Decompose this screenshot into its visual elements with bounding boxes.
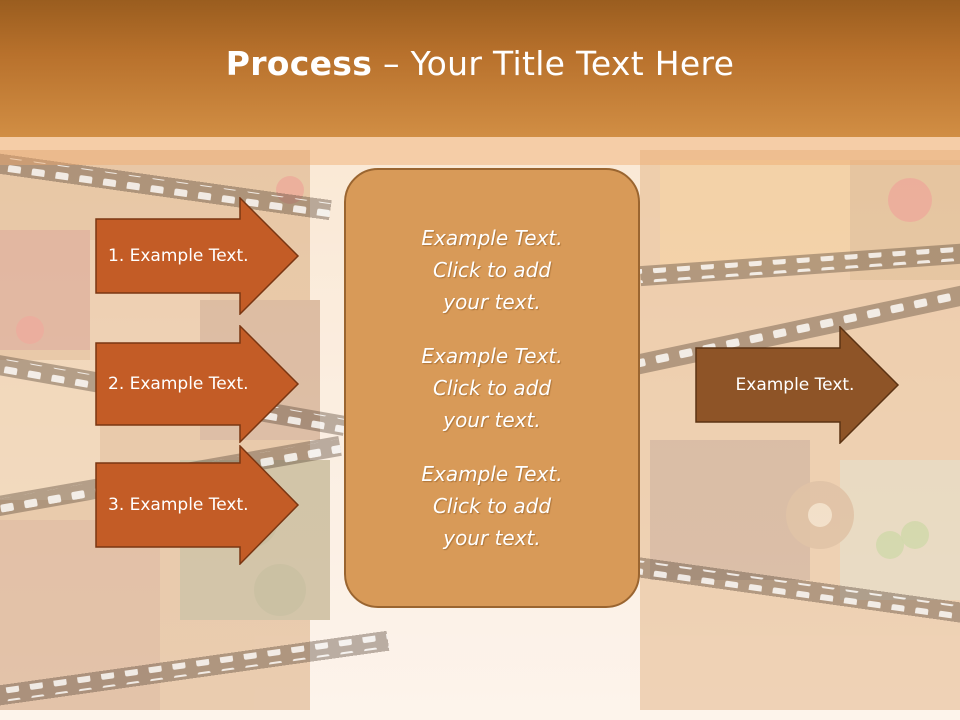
- text-line: Click to add: [432, 494, 552, 518]
- text-line: Click to add: [432, 376, 552, 400]
- text-line: your text.: [443, 408, 541, 432]
- text-block-1: Example Text. Click to add your text.: [421, 222, 562, 318]
- title-separator: –: [383, 44, 400, 83]
- step-arrow-3[interactable]: 3. Example Text.: [95, 445, 300, 565]
- text-line: Click to add: [432, 258, 552, 282]
- title-bold: Process: [225, 44, 373, 83]
- title-text: Your Title Text Here: [410, 44, 735, 83]
- result-arrow[interactable]: Example Text.: [695, 326, 900, 444]
- text-line: Example Text.: [421, 344, 563, 368]
- step-label-1: 1. Example Text.: [108, 246, 249, 266]
- slide-title[interactable]: Process – Your Title Text Here: [226, 44, 735, 83]
- step-label-3: 3. Example Text.: [108, 495, 249, 515]
- step-arrow-2[interactable]: 2. Example Text.: [95, 325, 300, 443]
- text-line: your text.: [443, 526, 541, 550]
- text-line: Example Text.: [421, 462, 563, 486]
- header-band: [0, 137, 960, 165]
- step-label-2: 2. Example Text.: [108, 374, 249, 394]
- right-film-strip: [640, 150, 960, 710]
- text-block-2: Example Text. Click to add your text.: [421, 340, 562, 436]
- result-label: Example Text.: [735, 375, 855, 395]
- text-block-3: Example Text. Click to add your text.: [421, 458, 562, 554]
- step-arrow-1[interactable]: 1. Example Text.: [95, 197, 300, 315]
- text-line: Example Text.: [421, 226, 563, 250]
- text-line: your text.: [443, 290, 541, 314]
- center-text-box[interactable]: Example Text. Click to add your text. Ex…: [344, 168, 640, 608]
- title-bar: Process – Your Title Text Here: [0, 0, 960, 137]
